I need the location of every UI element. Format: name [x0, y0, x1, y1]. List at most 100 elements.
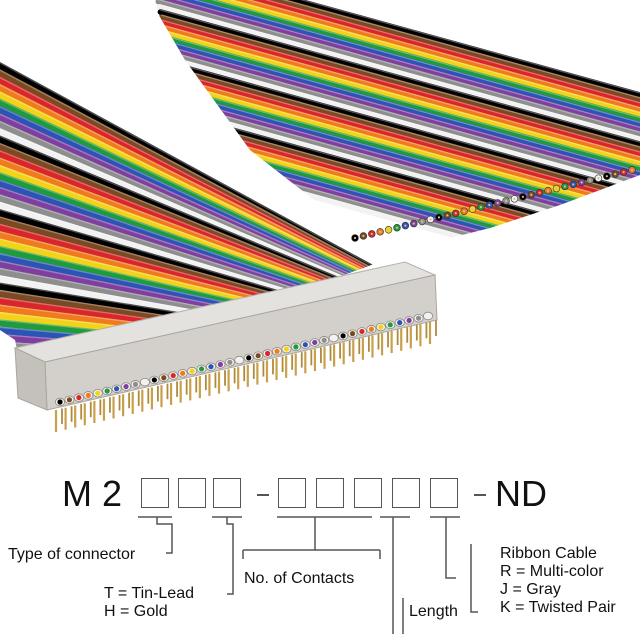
contact-wire [406, 317, 412, 324]
upper-wire-core [353, 236, 357, 240]
contact-wire [76, 394, 82, 401]
upper-wire-highlight [173, 77, 640, 214]
upper-wire [181, 128, 640, 243]
label-cable-title: Ribbon Cable [500, 545, 597, 562]
part-number-prefix-m: M [62, 473, 92, 514]
label-contacts: No. of Contacts [244, 570, 355, 587]
upper-wire [150, 0, 640, 103]
upper-wire [166, 55, 640, 197]
upper-wire [150, 0, 640, 98]
label-length: Length [409, 603, 458, 620]
upper-wire [170, 71, 640, 213]
code-box-6 [354, 478, 382, 508]
upper-wire-core [538, 191, 541, 194]
label-plating-gold: H = Gold [104, 603, 168, 620]
bracket-length [380, 516, 410, 634]
upper-wire-highlight [154, 0, 640, 115]
upper-wire [182, 134, 640, 243]
upper-wire-highlight [186, 139, 640, 243]
upper-wire-core [446, 214, 449, 217]
bracket-contacts [242, 516, 381, 559]
upper-wire-core [513, 197, 516, 200]
contact-wire [227, 359, 233, 365]
contact-wire [170, 372, 176, 379]
upper-wire-highlight [164, 30, 640, 167]
upper-wire-core [572, 183, 575, 186]
upper-wire-core [362, 234, 365, 238]
contact-wire [246, 355, 252, 361]
lower-wire-highlight [0, 62, 385, 300]
upper-wire-highlight [168, 51, 640, 188]
code-box-7 [392, 478, 420, 508]
upper-wire-highlight [174, 82, 640, 219]
upper-wire [164, 45, 640, 187]
label-plating-tin: T = Tin-Lead [104, 585, 194, 602]
contact-wire [359, 328, 365, 335]
contact-wire [368, 326, 374, 332]
contact-wire [66, 397, 73, 403]
upper-wire-core [563, 185, 566, 188]
upper-wire-core [555, 187, 558, 190]
label-connector-type: Type of connector [8, 546, 136, 563]
upper-wire-core [580, 181, 583, 184]
code-dash-2 [474, 494, 486, 496]
upper-wire-highlight [158, 0, 640, 136]
code-box-8 [430, 478, 458, 508]
connector-contacts [55, 311, 433, 407]
upper-wire [151, 0, 640, 119]
contact-wire [161, 375, 167, 381]
bracket-plating [212, 516, 242, 595]
contact-wire [349, 331, 356, 337]
upper-wire-core [437, 216, 441, 219]
contact-wire [104, 388, 110, 394]
contact-wire [142, 379, 148, 385]
upper-wire-highlight [155, 0, 640, 120]
lower-wire-highlight [0, 89, 385, 308]
contact-wire [283, 346, 290, 352]
part-number-suffix: ND [495, 473, 547, 514]
bracket-cable [430, 516, 478, 613]
upper-wire-highlight [156, 0, 640, 125]
contact-wire [415, 315, 422, 321]
upper-wire-core [630, 168, 634, 172]
contact-wire [274, 348, 280, 354]
contact-wire [198, 366, 205, 372]
contact-wire [208, 364, 214, 370]
upper-wire-core [488, 203, 491, 207]
contact-wire [425, 313, 431, 319]
upper-wire-highlight [162, 19, 640, 156]
upper-wire [171, 76, 640, 218]
upper-wire-highlight [167, 45, 640, 182]
upper-wire-core [370, 232, 373, 235]
upper-wire-core [379, 230, 382, 233]
upper-wire-core [479, 205, 483, 209]
connector-pins [54, 320, 437, 432]
contact-wire [189, 368, 195, 374]
upper-wire-core [521, 195, 524, 198]
upper-wire [153, 0, 640, 129]
code-box-4 [278, 478, 306, 508]
upper-wire-highlight [160, 9, 640, 146]
upper-wire-core [429, 218, 432, 221]
upper-wire-core [614, 173, 617, 176]
upper-wire-highlight [161, 14, 640, 151]
contact-wire [132, 381, 139, 387]
label-cable-gray: J = Gray [500, 581, 561, 598]
upper-wire-highlight [151, 0, 640, 104]
bracket-connector-type [138, 516, 173, 554]
connector-side-face [14, 347, 48, 411]
upper-wire-highlight [169, 56, 640, 193]
contact-wire [293, 344, 299, 350]
upper-wire-core [463, 210, 466, 213]
upper-wire [157, 9, 640, 150]
code-box-5 [316, 478, 344, 508]
upper-wire-core [530, 193, 533, 196]
upper-wire [165, 50, 640, 192]
upper-wire-core [496, 201, 499, 205]
upper-wire-core [622, 170, 625, 174]
upper-wire [168, 61, 640, 202]
contact-wire [236, 357, 242, 363]
part-number-prefix-2: 2 [102, 473, 123, 514]
upper-wire-core [387, 228, 390, 231]
upper-wire-core [605, 175, 608, 178]
